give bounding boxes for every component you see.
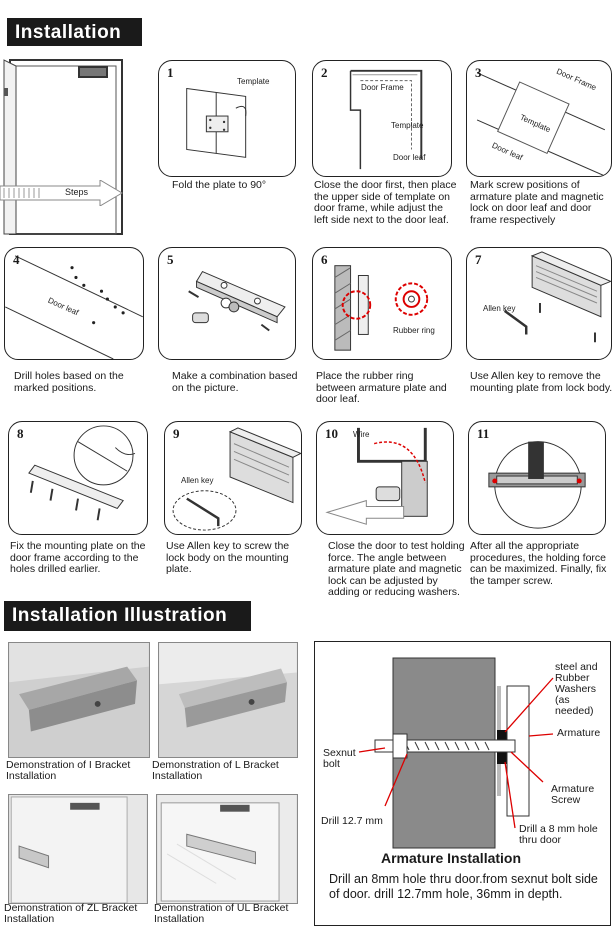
step-10-label-wire: Wire bbox=[353, 430, 370, 439]
step-7-label-allen-key: Allen key bbox=[483, 304, 516, 313]
step-5-card: 5 bbox=[158, 247, 296, 360]
step-6-card: 6 Rubber ring bbox=[312, 247, 452, 360]
step-3-card: 3 Door Frame Template Door leaf bbox=[466, 60, 612, 177]
step-2-label-door-frame: Door Frame bbox=[361, 83, 404, 92]
step-2-label-template: Template bbox=[391, 121, 424, 130]
step-9-label-allen-key: Allen key bbox=[181, 476, 214, 485]
step-10-caption: Close the door to test holding force. Th… bbox=[328, 540, 465, 598]
step-2-label-door-leaf: Door leaf bbox=[393, 153, 426, 162]
step-9-caption: Use Allen key to screw the lock body on … bbox=[166, 540, 290, 575]
photo-ul-bracket-caption: Demonstration of UL Bracket Installation bbox=[154, 902, 289, 925]
step-1-number: 1 bbox=[167, 65, 174, 80]
step-4-caption: Drill holes based on the marked position… bbox=[14, 370, 124, 394]
step-5-number: 5 bbox=[167, 252, 174, 267]
photo-zl-bracket bbox=[8, 794, 148, 904]
step-9-number: 9 bbox=[173, 426, 180, 441]
drill-8-label: Drill a 8 mm hole thru door bbox=[519, 823, 598, 846]
photo-i-bracket-caption: Demonstration of I Bracket Installation bbox=[6, 759, 131, 782]
step-7-number: 7 bbox=[475, 252, 482, 267]
armature-screw-label: Armature Screw bbox=[551, 783, 595, 806]
step-1-caption: Fold the plate to 90° bbox=[172, 179, 267, 191]
armature-label: Armature bbox=[557, 727, 601, 739]
step-6-caption: Place the rubber ring between armature p… bbox=[316, 370, 447, 405]
step-4-card: 4 Door leaf bbox=[4, 247, 144, 360]
step-1-card: 1 Template bbox=[158, 60, 296, 177]
step-3-caption: Mark screw positions of armature plate a… bbox=[470, 179, 604, 226]
installation-illustration-header: Installation Illustration bbox=[4, 601, 251, 631]
door-drawing bbox=[0, 58, 128, 238]
step-8-number: 8 bbox=[17, 426, 24, 441]
photo-ul-bracket bbox=[156, 794, 298, 904]
armature-installation-panel: steel and Rubber Washers (as needed) Arm… bbox=[314, 641, 611, 926]
step-5-caption: Make a combination based on the picture. bbox=[172, 370, 298, 394]
armature-installation-title: Armature Installation bbox=[381, 850, 522, 866]
step-7-card: 7 Allen key bbox=[466, 247, 612, 360]
step-2-number: 2 bbox=[321, 65, 328, 80]
step-9-card: 9 Allen key bbox=[164, 421, 302, 535]
step-10-card: 10 Wire bbox=[316, 421, 454, 535]
photo-l-bracket-caption: Demonstration of L Bracket Installation bbox=[152, 759, 279, 782]
photo-l-bracket bbox=[158, 642, 298, 758]
drill-127-label: Drill 12.7 mm bbox=[321, 815, 383, 827]
step-2-card: 2 Door Frame Template Door leaf bbox=[312, 60, 452, 177]
step-2-caption: Close the door first, then place the upp… bbox=[314, 179, 457, 226]
sexnut-bolt-label: Sexnut bolt bbox=[323, 747, 356, 770]
step-11-card: 11 bbox=[468, 421, 606, 535]
photo-i-bracket bbox=[8, 642, 150, 758]
step-6-label-rubber-ring: Rubber ring bbox=[393, 326, 435, 335]
step-11-number: 11 bbox=[477, 426, 490, 441]
step-1-label-template: Template bbox=[237, 77, 270, 86]
step-4-number: 4 bbox=[13, 252, 20, 267]
step-11-caption: After all the appropriate procedures, th… bbox=[470, 540, 607, 587]
steps-arrow: Steps bbox=[0, 179, 125, 207]
step-6-number: 6 bbox=[321, 252, 328, 267]
washers-label: steel and Rubber Washers (as needed) bbox=[555, 661, 598, 717]
step-8-card: 8 bbox=[8, 421, 148, 535]
step-10-number: 10 bbox=[325, 426, 338, 441]
step-3-number: 3 bbox=[475, 65, 482, 80]
step-8-caption: Fix the mounting plate on the door frame… bbox=[10, 540, 146, 575]
step-7-caption: Use Allen key to remove the mounting pla… bbox=[470, 370, 613, 394]
photo-zl-bracket-caption: Demonstration of ZL Bracket Installation bbox=[4, 902, 138, 925]
installation-header: Installation bbox=[7, 18, 142, 46]
armature-installation-note: Drill an 8mm hole thru door.from sexnut … bbox=[329, 872, 598, 901]
steps-label: Steps bbox=[65, 187, 89, 197]
